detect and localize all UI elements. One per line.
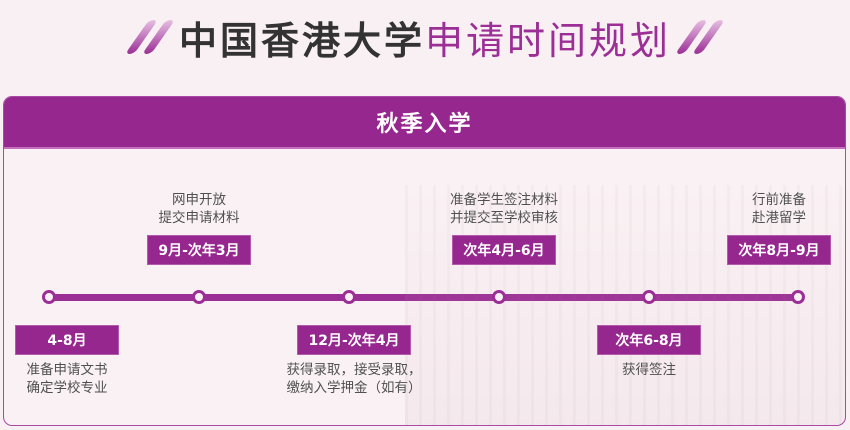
stage-2: 网申开放 提交申请材料 9月-次年3月 <box>114 191 284 265</box>
double-slash-icon <box>125 20 175 54</box>
desc-line: 行前准备 <box>752 192 806 208</box>
stage-description: 获得签注 <box>564 361 734 379</box>
desc-line: 获得录取，接受录取， <box>286 362 422 378</box>
title-accent: 申请时间规划 <box>425 18 672 63</box>
desc-line: 准备学生签注材料 <box>450 192 558 208</box>
stage-description: 准备申请文书 确定学校专业 <box>4 361 152 397</box>
desc-line: 缴纳入学押金（如有） <box>286 380 422 396</box>
period-tag: 次年6-8月 <box>597 325 701 355</box>
timeline-node-5 <box>642 290 656 304</box>
timeline-node-4 <box>492 290 506 304</box>
stage-description: 获得录取，接受录取， 缴纳入学押金（如有） <box>264 361 444 397</box>
stage-5: 次年6-8月 获得签注 <box>564 325 734 379</box>
period-tag: 9月-次年3月 <box>147 235 251 265</box>
desc-line: 网申开放 <box>172 192 226 208</box>
timeline-node-6 <box>791 290 805 304</box>
desc-line: 并提交至学校审核 <box>450 210 558 226</box>
title-main: 中国香港大学 <box>178 18 425 63</box>
page-title: 中国香港大学 申请时间规划 <box>0 12 850 63</box>
timeline-node-3 <box>342 290 356 304</box>
panel-header: 秋季入学 <box>4 97 845 149</box>
stage-description: 行前准备 赴港留学 <box>694 191 845 227</box>
desc-line: 确定学校专业 <box>26 380 108 396</box>
stage-6: 行前准备 赴港留学 次年8月-9月 <box>694 191 845 265</box>
period-tag: 12月-次年4月 <box>297 325 411 355</box>
stage-3: 12月-次年4月 获得录取，接受录取， 缴纳入学押金（如有） <box>264 325 444 397</box>
timeline-panel: 秋季入学 4-8月 准备申请文书 确定学校专业 网申开放 提交申请材料 9月-次… <box>3 96 846 426</box>
desc-line: 获得签注 <box>622 362 676 378</box>
stage-4: 准备学生签注材料 并提交至学校审核 次年4月-6月 <box>409 191 599 265</box>
period-tag: 次年8月-9月 <box>727 235 831 265</box>
timeline-node-2 <box>192 290 206 304</box>
stage-description: 网申开放 提交申请材料 <box>114 191 284 227</box>
period-tag: 次年4月-6月 <box>452 235 556 265</box>
timeline-track <box>52 294 802 301</box>
timeline-node-1 <box>42 290 56 304</box>
stage-description: 准备学生签注材料 并提交至学校审核 <box>409 191 599 227</box>
desc-line: 提交申请材料 <box>158 210 240 226</box>
double-slash-icon <box>675 20 725 54</box>
desc-line: 准备申请文书 <box>26 362 108 378</box>
desc-line: 赴港留学 <box>752 210 806 226</box>
period-tag: 4-8月 <box>15 325 119 355</box>
stage-1: 4-8月 准备申请文书 确定学校专业 <box>4 325 152 397</box>
